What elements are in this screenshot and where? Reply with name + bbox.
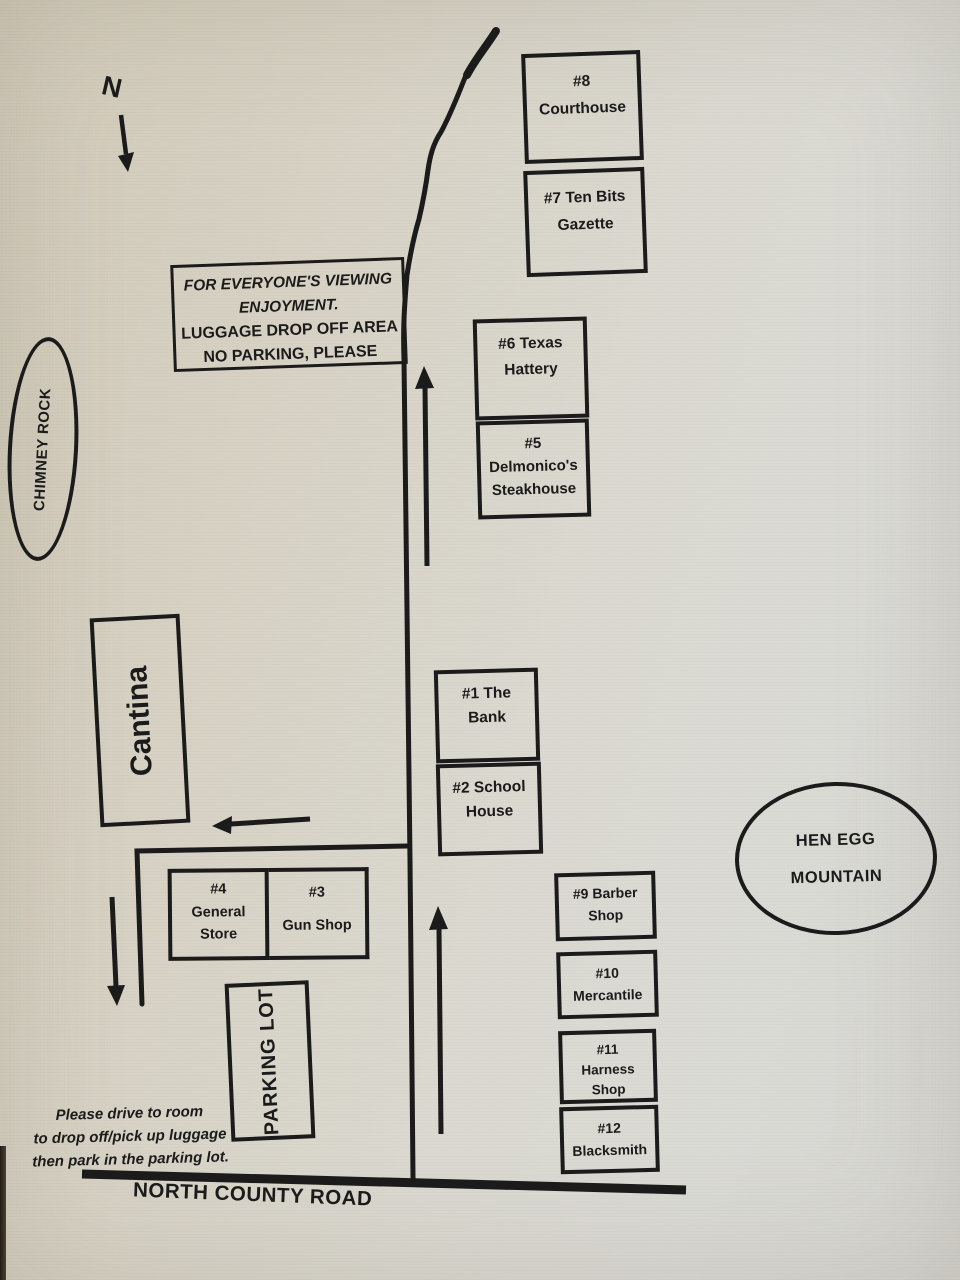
- building-mercantile: #10 Mercantile: [556, 949, 659, 1020]
- building-label: #1 The: [461, 684, 512, 703]
- landmark-label: CHIMNEY ROCK: [31, 387, 55, 511]
- north-county-road-line: [81, 1169, 687, 1195]
- building-label: #8: [572, 72, 591, 91]
- building-label: Harness: [581, 1061, 635, 1078]
- building-label: Bank: [467, 708, 507, 727]
- side-street-line: [134, 843, 410, 1007]
- parking-lot-label: PARKING LOT: [255, 986, 284, 1136]
- building-ten-bits-gazette: #7 Ten Bits Gazette: [523, 166, 648, 278]
- building-label: #4: [210, 881, 227, 898]
- photo-edge-shadow: [0, 1146, 6, 1280]
- building-label: Shop: [588, 906, 624, 924]
- building-bank: #1 The Bank: [433, 667, 541, 764]
- building-label: #10: [595, 964, 620, 982]
- building-school-house: #2 School House: [435, 761, 544, 857]
- building-label: House: [465, 802, 514, 821]
- building-texas-hattery: #6 Texas Hattery: [472, 316, 590, 421]
- building-harness-shop: #11 Harness Shop: [558, 1028, 658, 1105]
- building-label: General: [191, 903, 246, 921]
- building-label: Steakhouse: [491, 479, 577, 500]
- general-store-gun-shop-row: #4 General Store #3 Gun Shop: [167, 867, 370, 961]
- landmark-label: HEN EGG: [795, 829, 876, 850]
- down-arrow: [107, 896, 125, 1006]
- building-courthouse: #8 Courthouse: [521, 49, 644, 165]
- building-label: Gun Shop: [282, 917, 352, 934]
- luggage-note: Please drive to room to drop off/pick up…: [29, 1099, 231, 1173]
- building-label: Gazette: [557, 215, 614, 234]
- building-label: Hattery: [504, 360, 558, 379]
- building-label: Blacksmith: [572, 1141, 648, 1159]
- up-arrow-lower: [429, 906, 448, 1135]
- up-arrow-upper: [415, 366, 434, 567]
- building-label: #6 Texas: [497, 334, 563, 353]
- building-label: Mercantile: [572, 986, 643, 1004]
- left-arrow: [212, 816, 311, 834]
- building-label: #7 Ten Bits: [543, 187, 626, 208]
- main-street-thick-accent: [463, 27, 500, 79]
- building-barber-shop: #9 Barber Shop: [554, 870, 657, 942]
- building-label: #2 School: [452, 778, 526, 797]
- building-cantina: Cantina: [89, 613, 191, 828]
- building-blacksmith: #12 Blacksmith: [559, 1104, 660, 1175]
- landmark-label: MOUNTAIN: [790, 866, 883, 887]
- building-label: #9 Barber: [572, 884, 638, 902]
- building-label: #12: [597, 1119, 622, 1137]
- building-gun-shop: #3 Gun Shop: [268, 867, 370, 960]
- luggage-drop-off-sign: FOR EVERYONE'S VIEWING ENJOYMENT. LUGGAG…: [170, 256, 408, 373]
- building-label: Store: [200, 926, 238, 943]
- main-street-line: [401, 27, 500, 1181]
- building-label: #11: [596, 1041, 619, 1058]
- building-delmonicos-steakhouse: #5 Delmonico's Steakhouse: [475, 418, 592, 520]
- building-label: Cantina: [120, 664, 159, 777]
- north-arrow: [118, 114, 134, 172]
- building-label: #3: [308, 884, 325, 901]
- building-label: #5: [524, 434, 542, 453]
- parking-lot: PARKING LOT: [224, 980, 316, 1142]
- building-general-store: #4 General Store: [167, 867, 270, 961]
- building-label: Courthouse: [538, 98, 627, 119]
- building-label: Shop: [591, 1081, 626, 1098]
- building-label: Delmonico's: [488, 456, 578, 477]
